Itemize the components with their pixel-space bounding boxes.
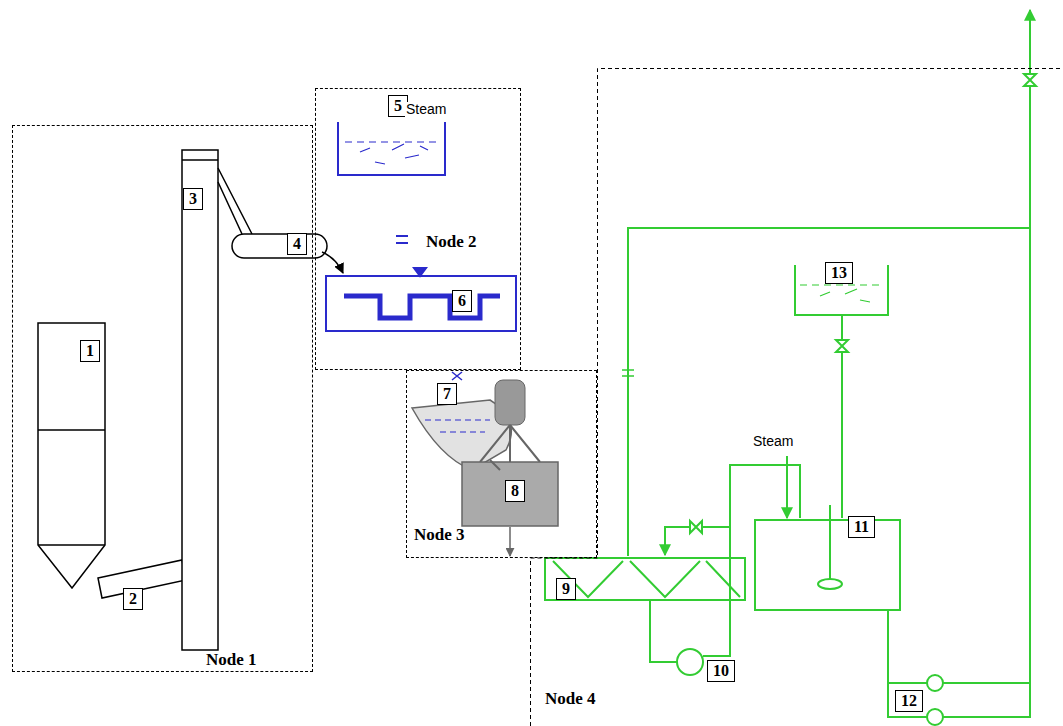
region-outline [530, 68, 1063, 726]
node-region: Node 4 [530, 68, 1063, 726]
node-title: Node 3 [414, 526, 465, 545]
callout-number: 9 [556, 578, 576, 600]
callout-number: 8 [505, 480, 525, 502]
callout-number: 2 [123, 588, 143, 610]
callout-number: 4 [287, 233, 307, 255]
node-region: Node 1 [12, 125, 313, 672]
stream-label: Steam [752, 434, 794, 449]
callout-number: 11 [848, 516, 875, 538]
callout-number: 13 [825, 262, 853, 284]
callout-number: 3 [183, 188, 203, 210]
callout-number: 10 [707, 660, 735, 682]
node-title: Node 1 [206, 651, 257, 670]
node-title: Node 4 [545, 690, 596, 709]
callout-number: 7 [437, 383, 457, 405]
node3-equipment [412, 372, 558, 556]
node1-equipment [38, 150, 343, 650]
callout-number: 1 [80, 340, 100, 362]
node2-equipment [326, 122, 516, 331]
node-title: Node 2 [426, 233, 477, 252]
callout-number: 6 [452, 290, 472, 312]
node4-equipment [545, 10, 1036, 725]
node-region: Node 2 [315, 88, 521, 370]
stream-label: Steam [405, 102, 447, 117]
node-region: Node 3 [406, 370, 597, 558]
callout-number: 12 [895, 690, 923, 712]
